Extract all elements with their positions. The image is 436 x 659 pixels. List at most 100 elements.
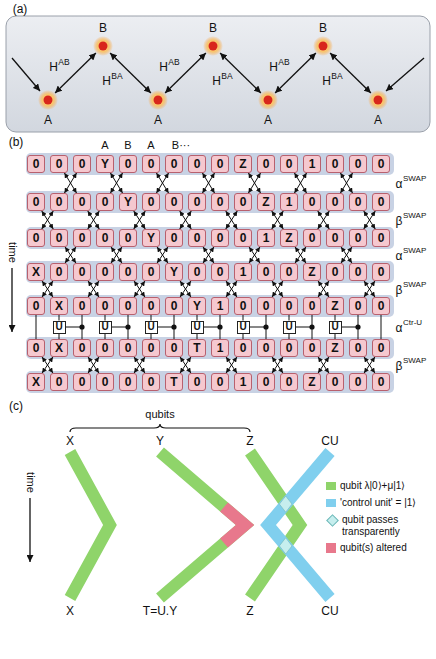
superscript-label: SWAP: [403, 247, 426, 255]
swap-arrow: [42, 357, 53, 373]
qubit-cell: 0: [165, 229, 183, 247]
qubit-value: 0: [171, 300, 178, 312]
qubit-value: 1: [309, 158, 316, 170]
qubit-value: 0: [240, 196, 247, 208]
swap-arrow: [364, 281, 375, 297]
qubit-value: 0: [217, 158, 224, 170]
qubit-cell: 0: [372, 229, 390, 247]
qubit-value: 0: [194, 266, 201, 278]
hopping-arrow: [55, 53, 96, 93]
qubit-cell: 0: [211, 155, 229, 173]
qubit-cell: Z: [303, 263, 321, 281]
gate-label: U: [101, 322, 108, 332]
text-label: H: [102, 75, 111, 87]
swap-arrow: [248, 173, 260, 193]
transparent-pass-diamond: [279, 496, 292, 512]
qubit-cell: 1: [234, 263, 252, 281]
qubit-cell: 0: [326, 263, 344, 281]
qubit-value: 0: [355, 300, 362, 312]
qubit-cell: 0: [372, 263, 390, 281]
qubit-cell: 0: [142, 193, 160, 211]
qubit-cell: 0: [142, 263, 160, 281]
swap-arrow: [65, 247, 76, 263]
u-gate-box: U: [283, 321, 296, 334]
qubit-cell: 0: [303, 339, 321, 357]
swap-arrow: [42, 281, 53, 297]
legend-text: qubit(s) altered: [340, 542, 432, 554]
qubit-value: 0: [79, 300, 86, 312]
text-label: H: [269, 61, 278, 73]
swap-arrow: [88, 211, 100, 229]
legend-text: qubit λ|0⟩+μ|1⟩: [340, 480, 432, 492]
qubit-value: 0: [378, 342, 385, 354]
qubit-cell: 1: [211, 339, 229, 357]
axis-label: time: [25, 472, 36, 493]
superscript-label: BA: [111, 72, 122, 81]
swap-arrow: [340, 173, 352, 193]
control-dot: [79, 324, 84, 329]
superscript-label: AB: [168, 58, 179, 67]
swap-arrow: [272, 281, 283, 297]
qubit-cell: 0: [188, 263, 206, 281]
swap-arrow: [294, 173, 306, 193]
qubit-value: 0: [148, 266, 155, 278]
qubit-cell: 0: [119, 155, 137, 173]
qubit-cell: 0: [280, 339, 298, 357]
qubit-cell: Z: [280, 229, 298, 247]
swap-arrow: [249, 247, 260, 263]
qubit-cell: 0: [372, 339, 390, 357]
text-label: β: [396, 284, 403, 296]
qubit-value: Y: [147, 232, 155, 244]
swap-arrow: [42, 357, 53, 373]
transparent-pass-diamond: [279, 538, 292, 554]
register-bands: [26, 153, 394, 393]
qubit-value: 1: [263, 232, 270, 244]
qubit-value: Z: [331, 300, 338, 312]
swap-arrow: [134, 281, 145, 297]
qubit-cell: 0: [349, 373, 367, 391]
swap-arrow: [110, 173, 122, 193]
qubit-value: 0: [56, 232, 63, 244]
qubit-cell: 0: [234, 339, 252, 357]
text-label: H: [322, 75, 331, 87]
atom: [44, 96, 53, 105]
qubit-value: 0: [378, 266, 385, 278]
swap-arrow: [157, 247, 168, 263]
qubit-cell: 0: [119, 229, 137, 247]
text-label: H: [159, 61, 168, 73]
swap-arrow: [341, 247, 352, 263]
qubit-value: Y: [101, 158, 109, 170]
qubit-value: 1: [286, 196, 293, 208]
qubit-cell: 0: [326, 193, 344, 211]
qubit-cell: Y: [119, 193, 137, 211]
qubit-band: [70, 452, 110, 598]
qubit-cell: 0: [119, 339, 137, 357]
qubit-cell: T: [165, 373, 183, 391]
swap-arrow: [318, 357, 329, 373]
qubit-cell: 0: [303, 297, 321, 315]
qubit-cell: 0: [234, 229, 252, 247]
qubit-value: 0: [171, 232, 178, 244]
qubit-cell: 0: [73, 339, 91, 357]
qubit-value: 0: [309, 342, 316, 354]
hopping-arrow: [220, 53, 261, 93]
text-label: Y: [156, 435, 164, 447]
qubit-value: Z: [308, 266, 315, 278]
swap-arrow: [318, 211, 330, 229]
qubit-cell: 0: [211, 373, 229, 391]
qubit-cell: 0: [188, 155, 206, 173]
swap-arrow: [64, 173, 76, 193]
swap-arrow: [203, 247, 214, 263]
qubit-value: 0: [171, 342, 178, 354]
text-label: X: [66, 605, 74, 617]
qubit-value: 0: [148, 196, 155, 208]
qubit-value: 0: [240, 300, 247, 312]
qubit-value: 0: [286, 158, 293, 170]
qubit-cell: 0: [96, 339, 114, 357]
qubit-value: 0: [56, 158, 63, 170]
qubit-cell: 0: [188, 193, 206, 211]
u-gate-box: U: [99, 321, 112, 334]
text-label: A: [374, 114, 382, 126]
atom-glow: [203, 36, 223, 56]
qubit-cell: 0: [27, 193, 45, 211]
